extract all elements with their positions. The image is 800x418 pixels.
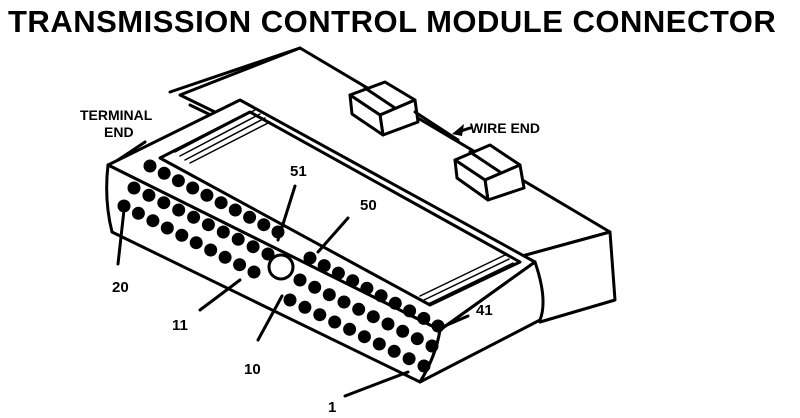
wire-end-arrowhead [452,124,464,136]
terminal-pin [328,315,342,329]
terminal-pin [218,250,232,264]
terminal-pin [247,265,261,279]
label-pin-50: 50 [360,197,377,214]
terminal-pin [146,214,160,228]
terminal-pin [372,337,386,351]
label-pin-1: 1 [328,399,336,416]
terminal-pin [283,293,297,307]
diagram-title: TRANSMISSION CONTROL MODULE CONNECTOR [8,4,777,39]
terminal-pin [243,210,257,224]
terminal-pins [117,159,445,373]
label-terminal-end-1: TERMINAL [80,107,153,123]
label-terminal-end-2: END [104,124,134,140]
terminal-pin [308,280,322,294]
terminal-pin [417,359,431,373]
terminal-pin [417,311,431,325]
label-pin-41: 41 [476,302,493,319]
terminal-pin [331,266,345,280]
leader-terminal-end [116,140,147,162]
label-pin-10: 10 [244,361,261,378]
terminal-pin [396,324,410,338]
terminal-pin [337,295,351,309]
terminal-pin [425,339,439,353]
terminal-pin [187,210,201,224]
terminal-pin [313,308,327,322]
cavity-ribs [174,109,514,305]
terminal-pin [366,310,380,324]
terminal-pin [172,203,186,217]
terminal-pin [189,236,203,250]
terminal-pin [257,218,271,232]
terminal-pin [171,174,185,188]
latch-upper [348,80,420,137]
terminal-pin [360,281,374,295]
leader-41 [438,314,470,330]
terminal-pin [160,221,174,235]
terminal-pin [204,243,218,257]
label-pin-20: 20 [112,279,129,296]
terminal-pin [261,247,275,261]
terminal-pin [388,296,402,310]
terminal-pin [228,203,242,217]
terminal-pin [157,166,171,180]
terminal-pin [402,352,416,366]
terminal-pin [387,344,401,358]
terminal-pin [410,332,424,346]
terminal-pin [131,206,145,220]
terminal-pin [293,273,307,287]
terminal-pin [322,288,336,302]
label-pin-11: 11 [172,317,188,334]
terminal-pin [374,289,388,303]
terminal-pin [298,300,312,314]
terminal-pin [186,181,200,195]
leader-1 [343,370,410,398]
terminal-pin [157,196,171,210]
terminal-cavity [158,110,522,307]
terminal-pin [127,181,141,195]
leader-10 [256,294,284,342]
terminal-pin [246,240,260,254]
terminal-pin [303,251,317,265]
terminal-pin [357,330,371,344]
terminal-pin [352,302,366,316]
terminal-pin [201,218,215,232]
latch-lower [453,143,526,202]
locating-post [267,253,295,281]
terminal-pin [233,258,247,272]
terminal-pin [216,225,230,239]
terminal-pin [214,196,228,210]
terminal-pin [317,259,331,273]
terminal-pin [346,274,360,288]
label-wire-end: WIRE END [470,120,540,136]
terminal-pin [175,228,189,242]
leader-50 [316,216,350,254]
terminal-pin [403,304,417,318]
terminal-pin [343,322,357,336]
leader-51 [276,184,297,242]
terminal-pin [143,159,157,173]
leader-20 [116,208,126,266]
terminal-pin [231,232,245,246]
terminal-pin [381,317,395,331]
label-pin-51: 51 [290,163,307,180]
terminal-pin [200,188,214,202]
leader-11 [198,278,242,312]
terminal-pin [142,188,156,202]
